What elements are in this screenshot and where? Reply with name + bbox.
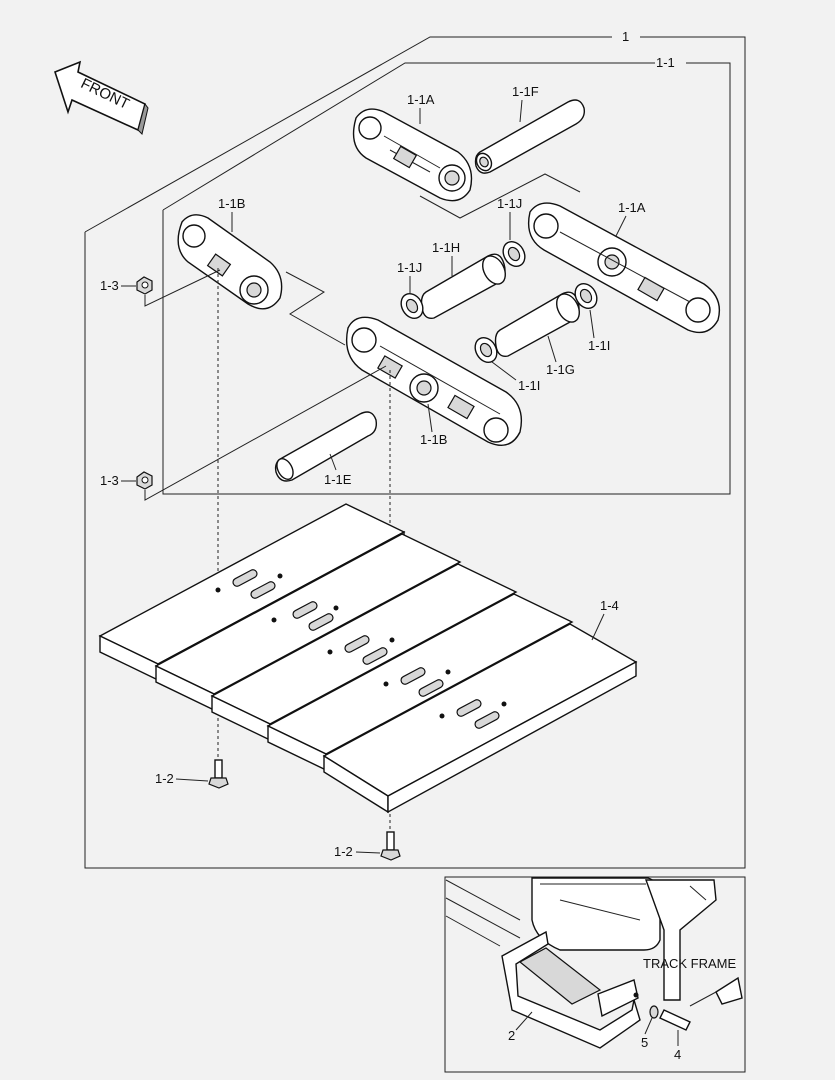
bolt-center — [380, 831, 401, 861]
bolt-center-label: 1-2 — [334, 844, 353, 859]
ring-i-center-label: 1-1I — [518, 378, 540, 393]
seal-j-left-label: 1-1J — [397, 260, 422, 275]
seal-j-upper-label: 1-1J — [497, 196, 522, 211]
bushing-h — [420, 253, 506, 319]
seal-j-left — [400, 292, 424, 320]
guard-label: 2 — [508, 1028, 515, 1043]
nut-lower-label: 1-3 — [100, 473, 119, 488]
washer-label: 5 — [641, 1035, 648, 1050]
bushing-h-label: 1-1H — [432, 240, 460, 255]
front-arrow: FRONT — [54, 60, 149, 135]
assembly-frame: 1 — [84, 29, 746, 869]
link-b-left — [177, 214, 283, 310]
guard-inset — [444, 876, 746, 1073]
pin-f-label: 1-1F — [512, 84, 539, 99]
bolt-left-label: 1-2 — [155, 771, 174, 786]
link-b-center-label: 1-1B — [420, 432, 447, 447]
assembly-label: 1 — [622, 29, 629, 44]
pin-f — [474, 99, 586, 174]
track-frame-label: TRACK FRAME — [643, 956, 737, 971]
shoe-plate-label: 1-4 — [600, 598, 619, 613]
link-a-top — [352, 108, 473, 202]
link-b-center — [345, 316, 523, 446]
bushing-g — [494, 291, 580, 357]
ring-i-center — [474, 336, 498, 364]
link-a-right-label: 1-1A — [618, 200, 646, 215]
link-assembly-frame: 1-1 — [162, 55, 731, 495]
link-b-left-label: 1-1B — [218, 196, 245, 211]
nut-lower — [136, 471, 153, 490]
guard-bolt-label: 4 — [674, 1047, 681, 1062]
ring-i-right — [574, 282, 598, 310]
pin-e — [274, 411, 378, 482]
nut-upper-label: 1-3 — [100, 278, 119, 293]
link-assembly-label: 1-1 — [656, 55, 675, 70]
bushing-g-label: 1-1G — [546, 362, 575, 377]
bolt-left — [208, 759, 229, 789]
ring-i-right-label: 1-1I — [588, 338, 610, 353]
seal-j-upper — [502, 240, 526, 268]
link-a-right — [527, 202, 721, 334]
nut-upper — [136, 276, 153, 295]
pin-e-label: 1-1E — [324, 472, 352, 487]
link-a-top-label: 1-1A — [407, 92, 435, 107]
track-shoes — [98, 503, 638, 814]
